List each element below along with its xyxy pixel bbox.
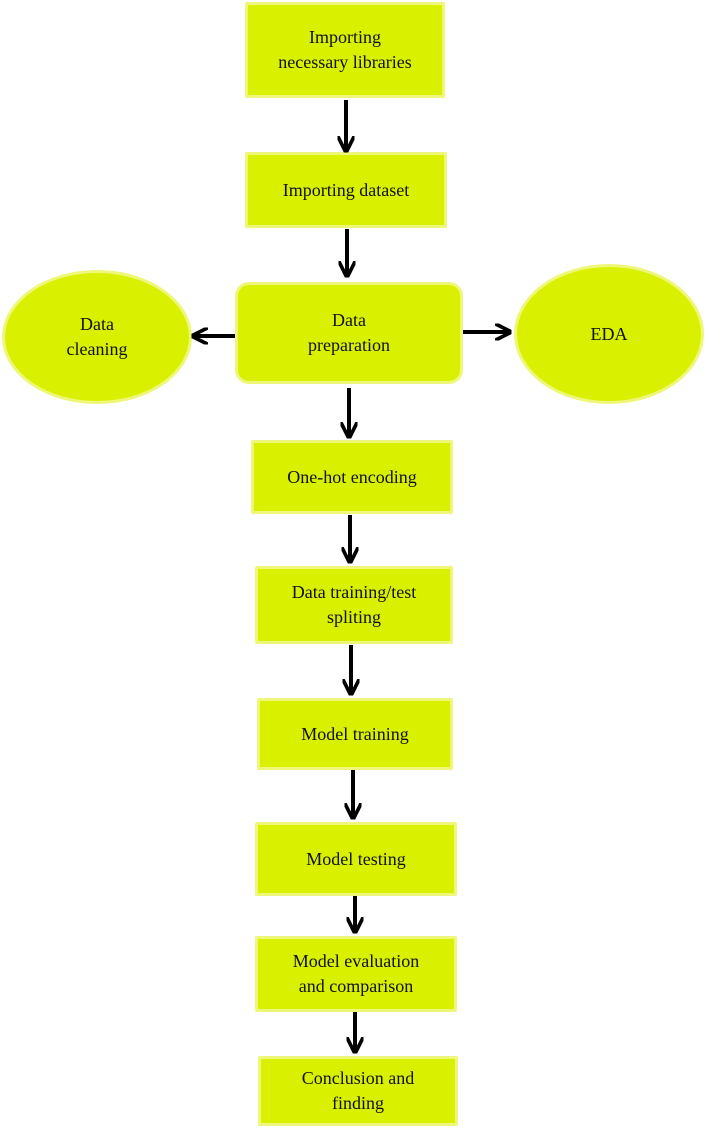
node-label: EDA — [590, 323, 628, 344]
node-model-training: Model training — [257, 698, 453, 770]
node-data-cleaning: Data cleaning — [2, 270, 192, 404]
node-label: One-hot encoding — [287, 466, 417, 487]
node-label: Model testing — [306, 848, 406, 869]
node-label: Data cleaning — [66, 314, 128, 359]
node-label: Importing dataset — [282, 179, 410, 200]
node-model-testing: Model testing — [255, 822, 457, 896]
node-label: Data training/test spliting — [291, 582, 417, 627]
node-importing-dataset: Importing dataset — [245, 152, 447, 228]
node-one-hot-encoding: One-hot encoding — [251, 440, 453, 514]
node-label: Model training — [301, 723, 409, 744]
node-label: Importing necessary libraries — [278, 27, 412, 72]
node-train-test-split: Data training/test spliting — [255, 566, 453, 644]
node-importing-libraries: Importing necessary libraries — [245, 2, 445, 98]
node-label: Model evaluation and comparison — [292, 951, 420, 996]
node-label: Conclusion and finding — [301, 1068, 415, 1113]
node-model-evaluation: Model evaluation and comparison — [255, 936, 457, 1012]
node-data-preparation: Data preparation — [235, 282, 463, 384]
node-eda: EDA — [514, 264, 704, 404]
node-label: Data preparation — [308, 310, 390, 355]
node-conclusion: Conclusion and finding — [258, 1056, 458, 1126]
